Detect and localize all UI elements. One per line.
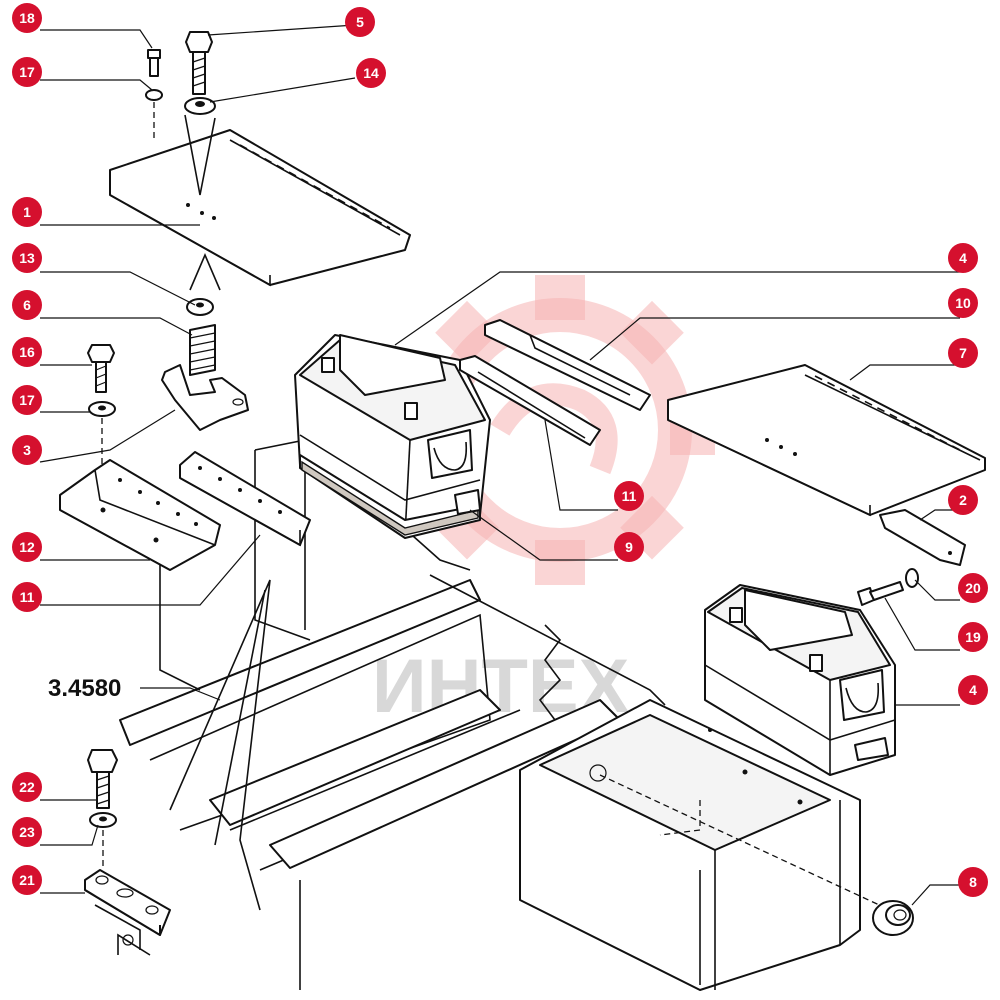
callout-9: 9 [614,532,644,562]
svg-text:16: 16 [19,344,35,360]
screw-18 [147,49,161,77]
rubber-grommet [872,900,914,936]
svg-text:20: 20 [965,580,981,596]
washer-13 [186,298,214,316]
svg-text:18: 18 [19,10,35,26]
callout-11-left: 11 [12,582,42,612]
svg-text:4: 4 [959,250,967,266]
svg-text:10: 10 [955,295,971,311]
svg-text:2: 2 [959,492,967,508]
callout-18: 18 [12,3,42,33]
svg-text:6: 6 [23,297,31,313]
svg-text:11: 11 [622,488,637,504]
callout-5: 5 [345,7,375,37]
callout-10: 10 [948,288,978,318]
washer-17-top [145,89,163,140]
svg-text:19: 19 [965,629,981,645]
callout-3: 3 [12,435,42,465]
svg-text:4: 4 [969,682,977,698]
callout-8: 8 [958,867,988,897]
svg-text:7: 7 [959,345,967,361]
callout-23: 23 [12,817,42,847]
svg-text:5: 5 [356,14,364,30]
cover-hinge-slots [239,144,391,229]
callout-14: 14 [356,58,386,88]
bracket-3 [161,364,249,431]
svg-text:3: 3 [23,442,31,458]
svg-text:11: 11 [20,589,35,605]
bolt-5 [185,31,213,95]
svg-text:1: 1 [23,204,31,220]
hold-down-strap-2 [879,509,966,566]
callout-11-right: 11 [614,481,644,511]
svg-text:17: 17 [19,392,35,408]
callout-16: 16 [12,337,42,367]
svg-text:8: 8 [969,874,977,890]
mounting-strip-11-left [179,451,311,547]
chassis-frame [119,439,666,990]
svg-text:21: 21 [19,872,35,888]
svg-text:12: 12 [19,539,35,555]
callout-22: 22 [12,772,42,802]
callout-badges: 18 5 17 14 1 13 6 16 17 3 12 11 22 23 21… [12,3,988,897]
battery-lower [704,584,896,776]
spring-6 [189,324,216,376]
svg-text:13: 13 [19,250,35,266]
mounting-strip-11-right [459,355,601,446]
mounting-strip-10 [484,319,651,411]
callout-21: 21 [12,865,42,895]
svg-text:14: 14 [363,65,379,81]
battery-cover-left [109,114,411,291]
leader-lines [39,24,960,906]
battery-box [519,699,891,991]
callout-6: 6 [12,290,42,320]
svg-text:22: 22 [19,779,35,795]
svg-text:23: 23 [19,824,35,840]
callout-13: 13 [12,243,42,273]
bolt-16 [87,344,115,393]
callout-2: 2 [948,485,978,515]
washer-23 [89,812,117,870]
callout-4-lower: 4 [958,675,988,705]
callout-17-top: 17 [12,57,42,87]
angle-bracket-12 [59,459,221,571]
callout-20: 20 [958,573,988,603]
battery-cover-right [667,364,986,517]
bolt-19 [857,581,904,606]
drawing-code-label: 3.4580 [48,675,121,702]
callout-7: 7 [948,338,978,368]
bolt-22 [87,749,118,809]
callout-17-lower: 17 [12,385,42,415]
washer-14 [184,97,216,115]
svg-text:9: 9 [625,539,633,555]
svg-text:17: 17 [19,64,35,80]
callout-4-upper: 4 [948,243,978,273]
callout-19: 19 [958,622,988,652]
clamp-plate-21 [84,869,171,956]
battery-upper [294,334,491,539]
callout-1: 1 [12,197,42,227]
callout-12: 12 [12,532,42,562]
washer-20 [905,568,919,588]
